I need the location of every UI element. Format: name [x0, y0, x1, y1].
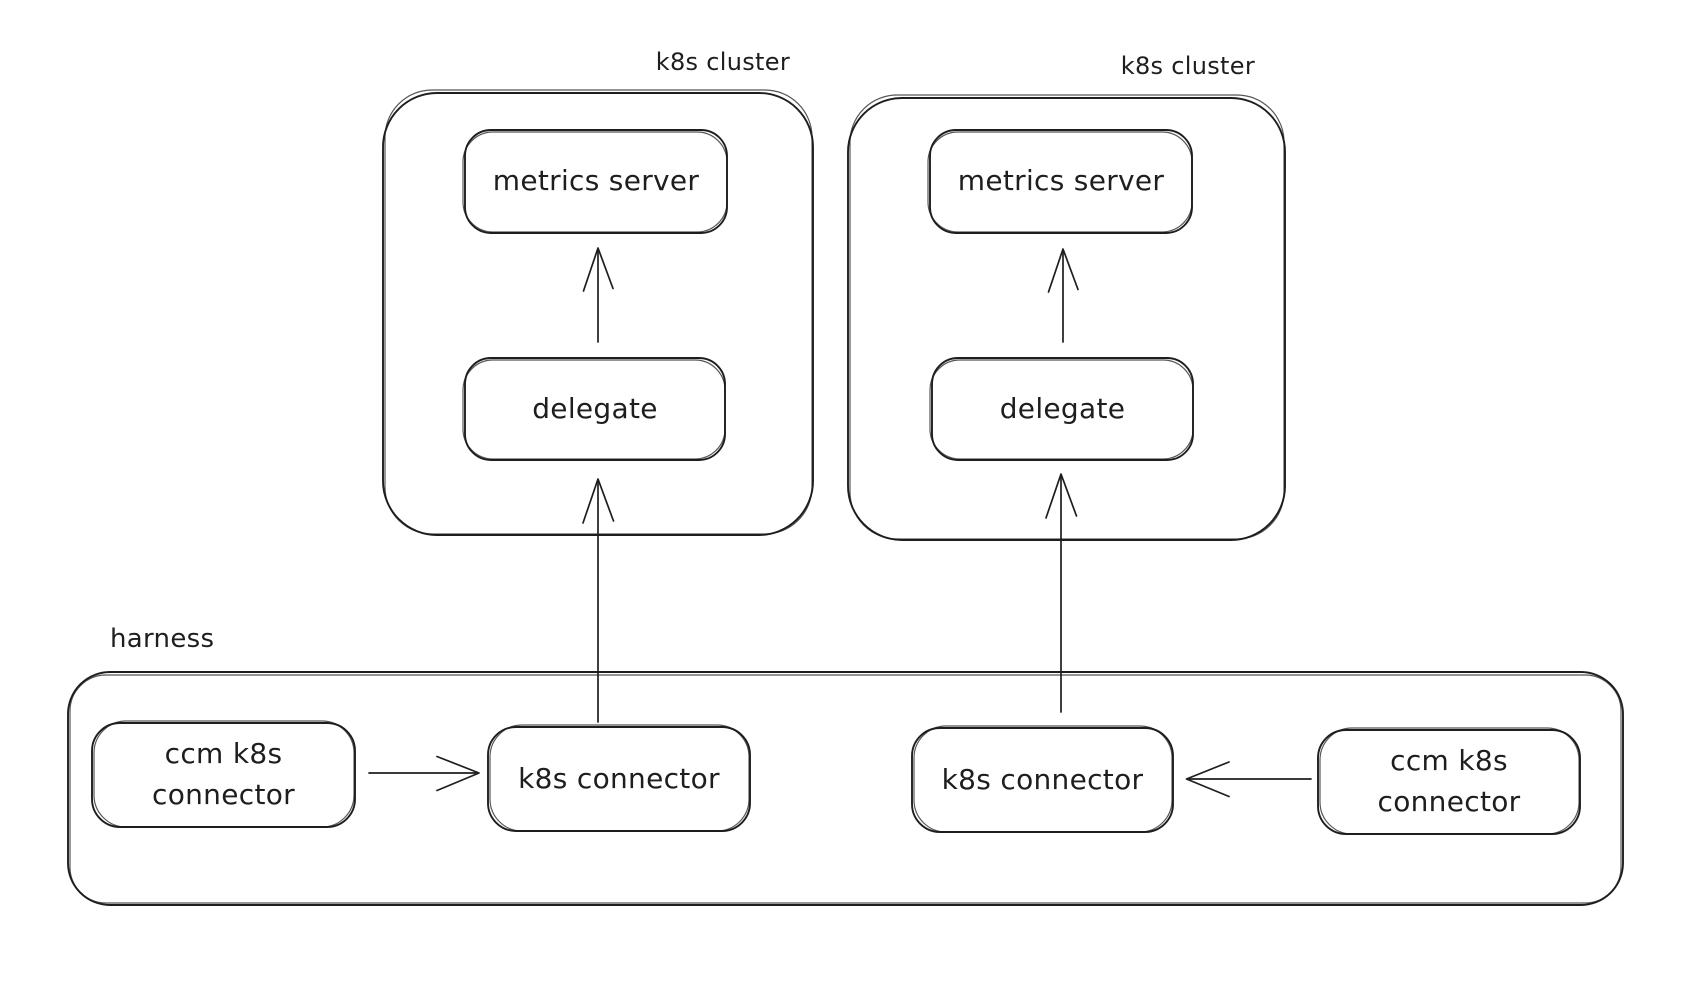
node-box-metrics-server-right: [927, 129, 1193, 234]
arrow-delegate-to-metrics-left: [582, 247, 614, 343]
node-box-delegate-right: [929, 357, 1194, 461]
arrow-k8s-connector-to-delegate-right: [1045, 473, 1078, 713]
node-label-ccm-k8s-connector-right-text: ccm k8s connector: [1377, 744, 1521, 818]
node-box-k8s-connector-right: [911, 725, 1174, 833]
harness-label: harness: [110, 624, 215, 654]
node-label-k8s-connector-right: k8s connector: [941, 762, 1144, 796]
node-box-ccm-k8s-connector-left: [91, 720, 356, 828]
node-box-delegate-left: [462, 357, 726, 461]
node-label-metrics-server-left: metrics server: [492, 164, 700, 198]
node-label-ccm-k8s-connector-left: ccm k8s connector: [92, 723, 355, 827]
node-box-metrics-server-left: [462, 129, 728, 234]
arrow-k8s-connector-to-delegate-left: [582, 478, 615, 723]
harness-box: [67, 671, 1624, 906]
node-box-ccm-k8s-connector-right: [1317, 727, 1581, 835]
node-label-ccm-k8s-connector-left-text: ccm k8s connector: [152, 737, 295, 811]
node-label-k8s-connector-left: k8s connector: [518, 761, 720, 795]
cluster-label-right: k8s cluster: [1120, 52, 1255, 80]
cluster-label-left: k8s cluster: [655, 48, 790, 76]
node-label-ccm-k8s-connector-right: ccm k8s connector: [1318, 730, 1580, 834]
cluster-box-right: [847, 94, 1286, 541]
node-box-k8s-connector-left: [487, 724, 751, 832]
arrow-ccm-to-k8s-connector-left: [368, 755, 480, 792]
node-label-delegate-right: delegate: [999, 391, 1126, 425]
node-label-metrics-server-right: metrics server: [957, 164, 1165, 198]
arrow-delegate-to-metrics-right: [1047, 248, 1079, 343]
node-label-delegate-left: delegate: [532, 391, 658, 425]
arrow-ccm-to-k8s-connector-right: [1185, 761, 1312, 798]
